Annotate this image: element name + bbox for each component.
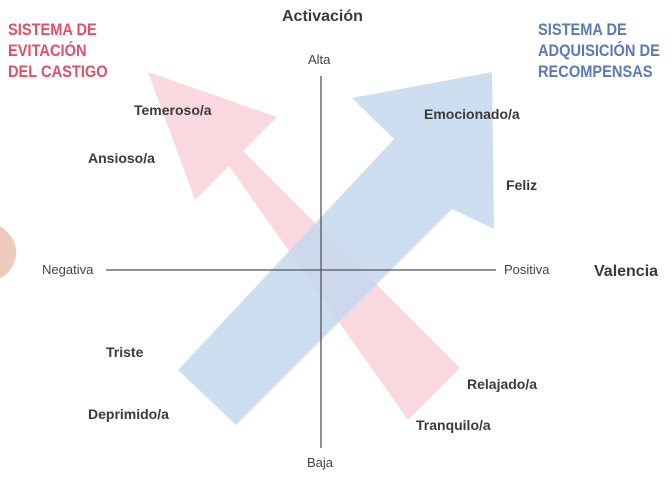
reward-acquisition-arrow xyxy=(178,72,494,425)
edge-decoration xyxy=(0,226,17,278)
horizontal-axis-negative-label: Negativa xyxy=(42,262,94,277)
reward-system-title: SISTEMA DE ADQUISICIÓN DE RECOMPENSAS xyxy=(538,19,660,82)
punishment-system-title: SISTEMA DE EVITACIÓN DEL CASTIGO xyxy=(8,19,108,82)
vertical-axis-title: Activación xyxy=(282,8,363,25)
punishment-system-line-1: SISTEMA DE xyxy=(8,20,97,39)
emotion-sad: Triste xyxy=(106,344,144,360)
emotion-anxious: Ansioso/a xyxy=(88,150,155,166)
emotion-excited: Emocionado/a xyxy=(424,106,520,122)
horizontal-axis-title: Valencia xyxy=(594,263,659,280)
emotion-relaxed: Relajado/a xyxy=(467,376,538,392)
horizontal-axis-positive-label: Positiva xyxy=(504,262,550,277)
vertical-axis-high-label: Alta xyxy=(308,52,331,67)
emotion-happy: Feliz xyxy=(506,177,538,193)
emotion-calm: Tranquilo/a xyxy=(416,417,491,433)
emotion-depressed: Deprimido/a xyxy=(88,406,169,422)
emotion-fearful: Temeroso/a xyxy=(134,102,212,118)
reward-system-line-3: RECOMPENSAS xyxy=(538,62,653,81)
reward-system-line-2: ADQUISICIÓN DE xyxy=(538,41,660,60)
punishment-system-line-2: EVITACIÓN xyxy=(8,41,87,60)
reward-system-line-1: SISTEMA DE xyxy=(538,20,627,39)
punishment-system-line-3: DEL CASTIGO xyxy=(8,62,108,81)
vertical-axis-low-label: Baja xyxy=(307,455,334,470)
